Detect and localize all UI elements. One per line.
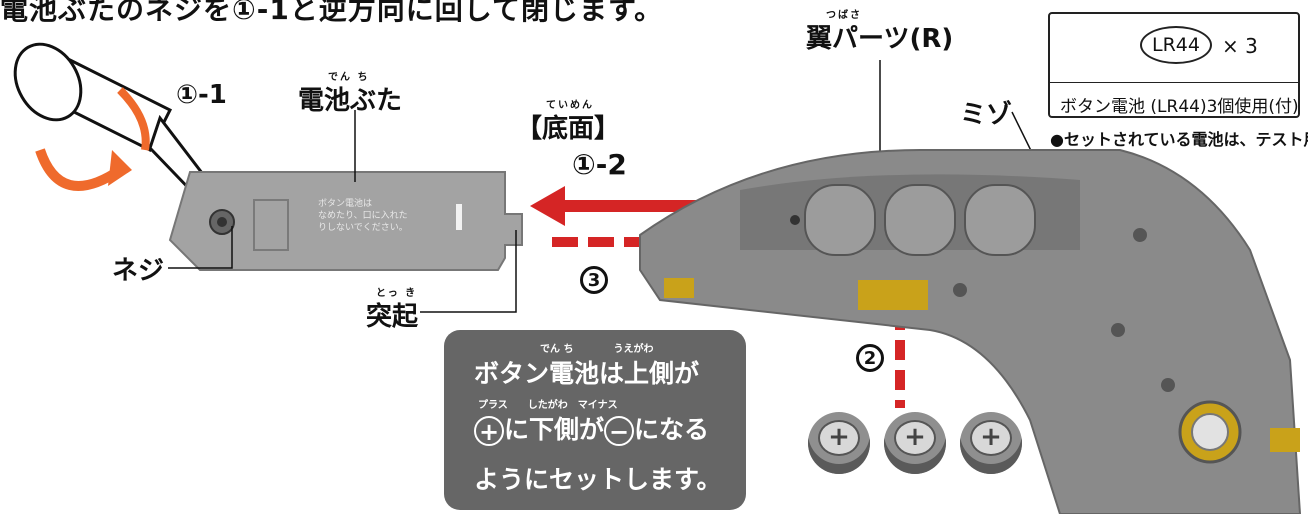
- battery-cover-icon: [168, 171, 523, 271]
- battery-caption: ボタン電池 (LR44)3個使用(付): [1060, 97, 1299, 117]
- toy-gun-icon: [639, 149, 1302, 514]
- button-cell-icon: +: [960, 412, 1022, 474]
- battery-cover-label: 電池ぶた: [298, 86, 403, 116]
- wing-label: 翼パーツ(R): [806, 24, 954, 54]
- test-battery-note: ●セットされている電池は、テスト用です。: [1050, 130, 1308, 149]
- step-3-label: 3: [580, 266, 608, 294]
- wing-ruby: つばさ: [826, 10, 862, 21]
- instruction-line-3: ようにセットします。: [474, 465, 722, 494]
- button-cell-icon: +: [884, 412, 946, 474]
- instruction-box: でん ち うえがわ ボタン電池は上側が プラス したがわ マイナス +に下側が−…: [444, 330, 746, 510]
- cover-engraving: ボタン電池は なめたり、口に入れた りしないでください。: [318, 199, 408, 233]
- groove-label: ミゾ: [960, 100, 1013, 130]
- minus-icon: −: [604, 416, 635, 446]
- button-cell-icon: +: [808, 412, 870, 474]
- bump-ruby: とっ き: [376, 288, 418, 299]
- instruction-ruby-1: でん ち うえがわ: [540, 344, 654, 355]
- step-1-2-label: ①-2: [572, 148, 627, 181]
- instruction-line-2: +に下側が−になる: [474, 410, 709, 446]
- bottom-label: 【底面】: [516, 114, 621, 144]
- top-instruction: 電池ぶたのネジを①-1と逆方向に回して閉じます。: [0, 0, 664, 26]
- plus-icon: +: [474, 416, 504, 446]
- battery-spec-box: LR44 × 3 ボタン電池 (LR44)3個使用(付): [1048, 12, 1300, 118]
- step-2-label: 2: [856, 344, 884, 372]
- bottom-ruby: ていめん: [546, 100, 594, 111]
- battery-multiplier: × 3: [1222, 34, 1258, 58]
- step-1-1-label: ①-1: [176, 80, 227, 110]
- screw-label: ネジ: [112, 256, 165, 286]
- instruction-line-1: ボタン電池は上側が: [474, 359, 700, 388]
- instruction-ruby-2: プラス したがわ マイナス: [478, 400, 618, 411]
- cover-ruby: でん ち: [328, 72, 370, 83]
- battery-model: LR44: [1140, 26, 1212, 64]
- bump-label: 突起: [366, 302, 419, 332]
